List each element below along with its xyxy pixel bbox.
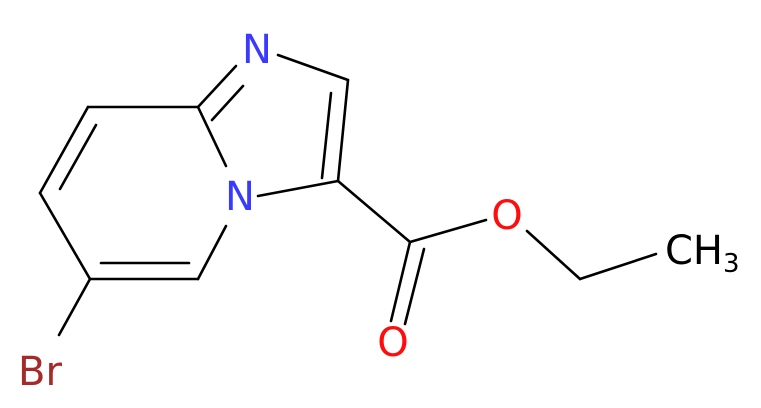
atom-bromine: Br (18, 349, 62, 395)
atom-labels: N N O O CH3 Br (18, 27, 740, 395)
bond-c7-c6 (38, 191, 92, 281)
atom-methyl: CH3 (665, 228, 740, 279)
atom-o-carbonyl: O (377, 320, 408, 366)
bond-c8a-n1 (196, 64, 238, 109)
bond-ccarbonyl-ocarbonyl (389, 240, 412, 323)
atom-o-ester: O (491, 193, 522, 239)
bond-c8-c7-inner (58, 123, 98, 191)
bond-n4-c8a (196, 105, 228, 168)
bond-c6-br (57, 277, 92, 337)
methyl-subscript: 3 (723, 249, 740, 279)
bond-c3-ccarbonyl (336, 179, 412, 244)
bond-c2-c3-inner (320, 91, 333, 180)
methyl-label: CH (665, 228, 723, 274)
atom-n-bridgehead: N (225, 174, 255, 220)
bond-n1-c2 (276, 53, 350, 82)
bonds (38, 53, 658, 337)
atom-n-imidazole: N (242, 27, 272, 73)
bond-c8-c7 (38, 105, 90, 195)
bond-ccarbonyl-oester (408, 218, 488, 244)
bond-c5-n4 (196, 224, 228, 281)
bond-c2-c3 (336, 78, 350, 183)
bond-c3-n4 (256, 179, 340, 198)
bond-c8a-n1-inner (210, 84, 245, 122)
bond-oester-ch2 (525, 229, 582, 281)
bond-ch2-ch3 (578, 252, 658, 281)
bond-ccarbonyl-ocarbonyl-2 (403, 247, 426, 326)
